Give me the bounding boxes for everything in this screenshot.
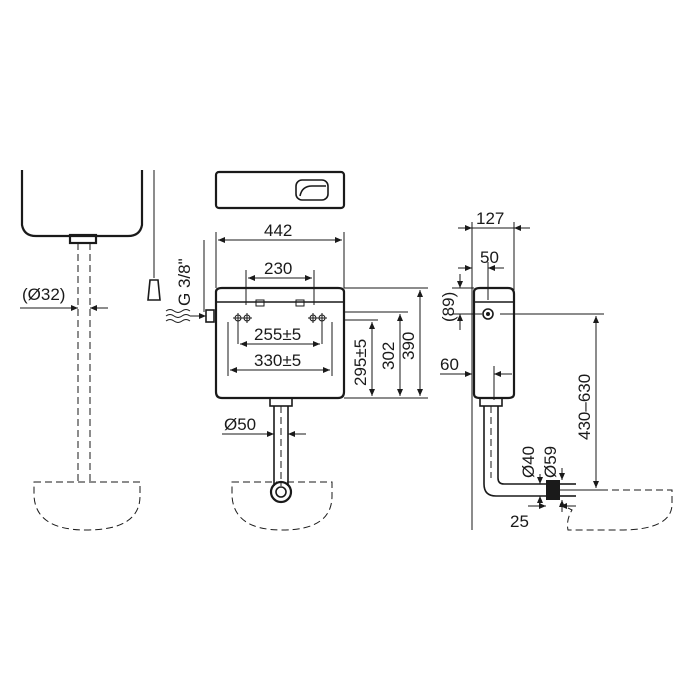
- high-tank-body: [20, 170, 144, 238]
- pipe-front-bend-inner: [275, 486, 287, 498]
- wc-bowl-side: [559, 489, 673, 531]
- label-60: 60: [440, 355, 459, 374]
- label-330: 330±5: [254, 351, 301, 370]
- wc-bowl-front: [231, 481, 333, 531]
- cistern-body: [214, 286, 346, 400]
- d32-label: (Ø32): [22, 285, 65, 304]
- label-302: 302: [379, 342, 398, 370]
- label-50: 50: [480, 248, 499, 267]
- label-d40: Ø40: [519, 446, 538, 478]
- label-d50: Ø50: [224, 415, 256, 434]
- label-390: 390: [399, 332, 418, 360]
- label-430-630: 430–630: [575, 374, 594, 440]
- flush-button: [295, 179, 329, 201]
- side-pipe-inner: [497, 406, 546, 485]
- high-tank-outlet: [68, 233, 98, 245]
- mounting-holes: [233, 299, 327, 323]
- side-view: 127 50 (89) 430–630 60: [439, 209, 673, 531]
- label-255: 255±5: [254, 325, 301, 344]
- label-230: 230: [264, 259, 292, 278]
- front-view: 442 230 G 3/8" 255±5: [165, 170, 428, 531]
- label-295: 295±5: [351, 339, 370, 386]
- left-view: (Ø32): [20, 170, 161, 531]
- side-pipe-outer: [483, 406, 546, 497]
- label-127: 127: [476, 209, 504, 228]
- side-button-inner: [486, 312, 490, 316]
- side-button-outer: [482, 308, 494, 320]
- side-outlet-collar: [479, 397, 503, 407]
- pull-handle: [147, 279, 161, 301]
- outlet-collar: [269, 397, 293, 407]
- water-inflow-symbol: [165, 309, 191, 323]
- label-d59: Ø59: [541, 446, 560, 478]
- inlet-label: G 3/8": [175, 258, 194, 306]
- inlet-valve: [205, 309, 215, 323]
- pipe-connector: [546, 480, 560, 500]
- flush-plate: [214, 170, 346, 210]
- label-89: (89): [439, 292, 458, 322]
- cistern-side-body: [472, 286, 516, 400]
- flush-button-half: [299, 185, 326, 197]
- label-25: 25: [510, 512, 529, 531]
- label-442: 442: [264, 221, 292, 240]
- wc-bowl-left: [33, 481, 141, 531]
